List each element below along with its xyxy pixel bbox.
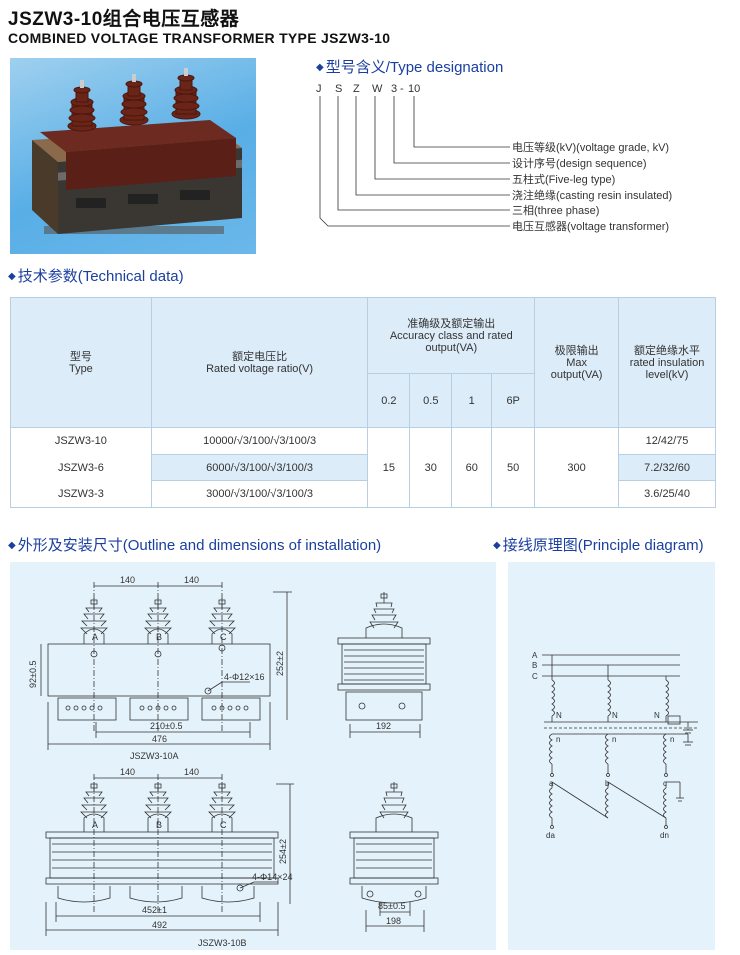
bus-c-label: C (532, 672, 538, 681)
principle-heading: ◆接线原理图(Principle diagram) (493, 537, 704, 554)
output-6p: 50 (491, 427, 536, 508)
table-row: JSZW3-10 10000/√3/100/√3/100/3 15 30 60 … (10, 427, 716, 508)
caption-b: JSZW3-10B (198, 938, 247, 948)
designation-item-three-phase: 三相(three phase) (512, 204, 599, 217)
phase-c-label: C (220, 632, 227, 642)
designation-item-five-leg: 五柱式(Five-leg type) (512, 172, 615, 186)
dim-b-198: 198 (386, 916, 401, 926)
tap-b-label: b (605, 779, 610, 788)
dim-b-140-left: 140 (120, 767, 135, 777)
table-row: JSZW3-3 3000/√3/100/√3/100/3 3.6/25/40 (10, 480, 716, 508)
outline-panel: 140 140 A B C 92±0.5 252±2 4-Φ12×16 210±… (10, 562, 496, 950)
principle-diagram: A B C N N N n n n a b c da dn (532, 651, 698, 840)
designation-item-casting-resin: 浇注绝缘(casting resin insulated) (512, 188, 672, 202)
residual-dn-label: dn (660, 831, 669, 840)
class-6p: 6P (491, 373, 536, 428)
code-letter-w: W (372, 83, 383, 95)
phase-b-a-label: A (92, 820, 98, 830)
class-0-2: 0.2 (367, 373, 411, 428)
row-type: JSZW3-6 (10, 454, 152, 481)
class-0-5: 0.5 (409, 373, 453, 428)
max-output: 300 (534, 427, 620, 508)
dim-a-hole: 4-Φ12×16 (224, 672, 264, 682)
designation-item-voltage-grade: 电压等级(kV)(voltage grade, kV) (512, 140, 669, 154)
dim-b-492: 492 (152, 920, 167, 930)
residual-da-label: da (546, 831, 555, 840)
dim-a-140-left: 140 (120, 575, 135, 585)
page-subtitle: COMBINED VOLTAGE TRANSFORMER TYPE JSZW3-… (8, 30, 391, 46)
output-1: 60 (451, 427, 493, 508)
dim-b-254: 254±2 (278, 839, 288, 864)
output-0-2: 15 (367, 427, 411, 508)
phase-b-b-label: B (156, 820, 162, 830)
tap-a-label: a (549, 779, 554, 788)
code-digit-3: 3 (391, 83, 397, 95)
code-dash: - (400, 83, 404, 95)
product-photo (10, 58, 256, 254)
designation-diagram: J S Z W 3 - 10 电压等级(kV)(voltage grade, k… (316, 83, 672, 233)
principle-panel: A B C N N N n n n a b c da dn (508, 562, 715, 950)
class-1: 1 (451, 373, 493, 428)
secondary-2-label: n (612, 735, 616, 744)
row-insulation: 7.2/32/60 (618, 454, 716, 481)
secondary-3-label: n (670, 735, 674, 744)
page-title: JSZW3-10组合电压互感器 (8, 9, 240, 30)
row-type: JSZW3-3 (10, 480, 152, 508)
bus-b-label: B (532, 661, 537, 670)
phase-a-label: A (92, 632, 98, 642)
code-grade: 10 (408, 83, 420, 95)
designation-item-voltage-transformer: 电压互感器(voltage transformer) (512, 220, 669, 233)
code-letter-s: S (335, 83, 342, 95)
code-letter-j: J (316, 83, 322, 95)
table-row: JSZW3-6 6000/√3/100/√3/100/3 7.2/32/60 (10, 454, 716, 481)
dim-a-252: 252±2 (275, 651, 285, 676)
tap-c-label: c (663, 779, 667, 788)
phase-b-c-label: C (220, 820, 227, 830)
secondary-1-label: n (556, 735, 560, 744)
dim-b-140-right: 140 (184, 767, 199, 777)
row-ratio: 3000/√3/100/√3/100/3 (150, 480, 369, 508)
designation-item-design-sequence: 设计序号(design sequence) (512, 156, 647, 170)
dim-b-hole: 4-Φ14×24 (252, 872, 292, 882)
dim-a-192: 192 (376, 721, 391, 731)
technical-heading: ◆技术参数(Technical data) (8, 268, 184, 285)
caption-a: JSZW3-10A (130, 751, 179, 761)
bus-a-label: A (532, 651, 538, 660)
row-type: JSZW3-10 (10, 427, 152, 455)
dim-b-452: 452±1 (142, 905, 167, 915)
row-insulation: 12/42/75 (618, 427, 716, 455)
designation-heading: ◆型号含义/Type designation (316, 59, 504, 76)
code-letter-z: Z (353, 83, 360, 95)
dim-a-140-right: 140 (184, 575, 199, 585)
neutral-3-label: N (654, 711, 660, 720)
row-ratio: 10000/√3/100/√3/100/3 (150, 427, 369, 455)
outline-heading: ◆外形及安装尺寸(Outline and dimensions of insta… (8, 537, 382, 554)
row-ratio: 6000/√3/100/√3/100/3 (150, 454, 369, 481)
dim-a-210: 210±0.5 (150, 721, 182, 731)
dim-a-476: 476 (152, 734, 167, 744)
output-0-5: 30 (409, 427, 453, 508)
neutral-1-label: N (556, 711, 562, 720)
transformer-illustration (32, 68, 242, 234)
outline-drawing: 140 140 A B C 92±0.5 252±2 4-Φ12×16 210±… (28, 575, 439, 948)
dim-a-92: 92±0.5 (28, 661, 38, 688)
phase-b-label: B (156, 632, 162, 642)
row-insulation: 3.6/25/40 (618, 480, 716, 508)
neutral-2-label: N (612, 711, 618, 720)
dim-b-85: 85±0.5 (378, 901, 405, 911)
